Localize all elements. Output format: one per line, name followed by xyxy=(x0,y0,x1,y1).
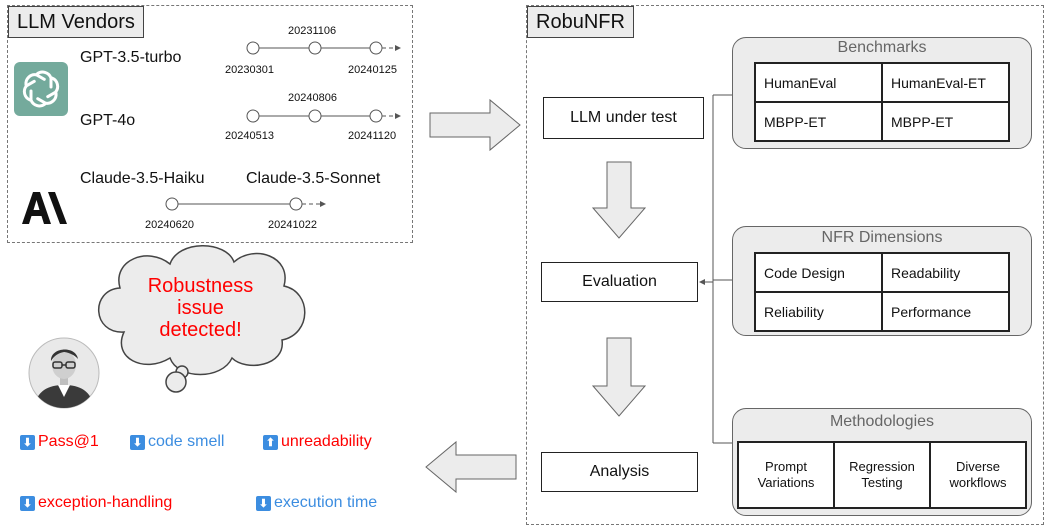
benchmark-humaneval-et: HumanEval-ET xyxy=(882,63,1009,102)
nfr-readability: Readability xyxy=(882,253,1009,292)
arrow-llm-to-evaluation xyxy=(592,161,647,239)
model-name-claude-sonnet: Claude-3.5-Sonnet xyxy=(246,170,381,187)
up-arrow-icon: ⬆ xyxy=(263,434,278,450)
down-arrow-icon: ⬇ xyxy=(256,495,271,511)
openai-logo-icon xyxy=(14,62,68,116)
methodology-line: Diverse xyxy=(955,459,1001,474)
timeline-node xyxy=(246,41,260,55)
robunfr-title: RobuNFR xyxy=(527,6,634,38)
arrow-evaluation-to-analysis xyxy=(592,337,647,417)
model-name-gpt4o: GPT-4o xyxy=(80,112,136,129)
nfr-dimensions-title: NFR Dimensions xyxy=(821,229,943,246)
date-gpt35-mid: 20231106 xyxy=(288,25,337,37)
metric-label: code smell xyxy=(148,433,225,450)
metric-unreadability: ⬆ unreadability xyxy=(263,433,372,451)
nfr-dimensions-grid: Code Design Readability Reliability Perf… xyxy=(754,252,1010,332)
benchmarks-grid: HumanEval HumanEval-ET MBPP-ET MBPP-ET xyxy=(754,62,1010,142)
date-claude-end: 20241022 xyxy=(268,219,317,231)
metric-pass-at-1: ⬇ Pass@1 xyxy=(20,433,99,451)
methodology-line: workflows xyxy=(949,475,1007,490)
nfr-performance: Performance xyxy=(882,292,1009,331)
thought-text-line2: issue xyxy=(177,297,224,319)
date-gpt35-start: 20230301 xyxy=(225,64,274,76)
llm-vendors-panel xyxy=(7,5,413,243)
date-gpt35-end: 20240125 xyxy=(348,64,397,76)
methodology-line: Prompt xyxy=(765,459,807,474)
methodology-line: Regression xyxy=(849,459,915,474)
metric-exception-handling: ⬇ exception-handling xyxy=(20,494,172,512)
arrow-analysis-to-user xyxy=(425,440,517,494)
date-claude-start: 20240620 xyxy=(145,219,194,231)
thought-bubble xyxy=(165,371,187,393)
robunfr-panel xyxy=(526,5,1044,525)
thought-cloud xyxy=(97,245,306,393)
benchmark-humaneval: HumanEval xyxy=(755,63,882,102)
group-connector xyxy=(699,94,732,444)
metric-label: unreadability xyxy=(281,433,372,450)
down-arrow-icon: ⬇ xyxy=(130,434,145,450)
evaluation-box: Evaluation xyxy=(541,262,698,302)
timeline-node xyxy=(289,197,303,211)
benchmark-mbpp-et-2: MBPP-ET xyxy=(882,102,1009,141)
thought-text-line1: Robustness xyxy=(147,275,254,297)
methodology-line: Variations xyxy=(757,475,815,490)
analysis-box: Analysis xyxy=(541,452,698,492)
timeline-node xyxy=(246,109,260,123)
benchmark-mbpp-et-1: MBPP-ET xyxy=(755,102,882,141)
down-arrow-icon: ⬇ xyxy=(20,495,35,511)
methodology-line: Testing xyxy=(861,475,903,490)
timeline-node xyxy=(165,197,179,211)
model-name-claude-haiku: Claude-3.5-Haiku xyxy=(80,170,205,187)
developer-avatar xyxy=(28,337,100,409)
metric-code-smell: ⬇ code smell xyxy=(130,433,224,451)
metric-label: exception-handling xyxy=(38,494,173,511)
model-name-gpt35: GPT-3.5-turbo xyxy=(80,49,182,66)
timeline-node xyxy=(369,109,383,123)
metric-execution-time: ⬇ execution time xyxy=(256,494,377,512)
timeline-node xyxy=(308,41,322,55)
llm-vendors-title: LLM Vendors xyxy=(8,6,144,38)
benchmarks-title: Benchmarks xyxy=(837,39,927,56)
date-gpt4o-mid: 20240806 xyxy=(288,92,337,104)
timeline-node xyxy=(369,41,383,55)
metric-label: execution time xyxy=(274,494,378,511)
date-gpt4o-start: 20240513 xyxy=(225,130,274,142)
version-timelines xyxy=(165,41,401,211)
thought-text: Robustness issue detected! xyxy=(118,275,283,341)
nfr-code-design: Code Design xyxy=(755,253,882,292)
down-arrow-icon: ⬇ xyxy=(20,434,35,450)
thought-text-line3: detected! xyxy=(159,319,242,341)
metric-label: Pass@1 xyxy=(38,433,99,450)
methodologies-title: Methodologies xyxy=(829,413,935,430)
timeline-node xyxy=(308,109,322,123)
arrow-vendors-to-robunfr xyxy=(429,98,521,152)
anthropic-logo-icon xyxy=(20,190,70,226)
date-gpt4o-end: 20241120 xyxy=(348,130,397,142)
llm-under-test-box: LLM under test xyxy=(543,97,704,139)
nfr-reliability: Reliability xyxy=(755,292,882,331)
